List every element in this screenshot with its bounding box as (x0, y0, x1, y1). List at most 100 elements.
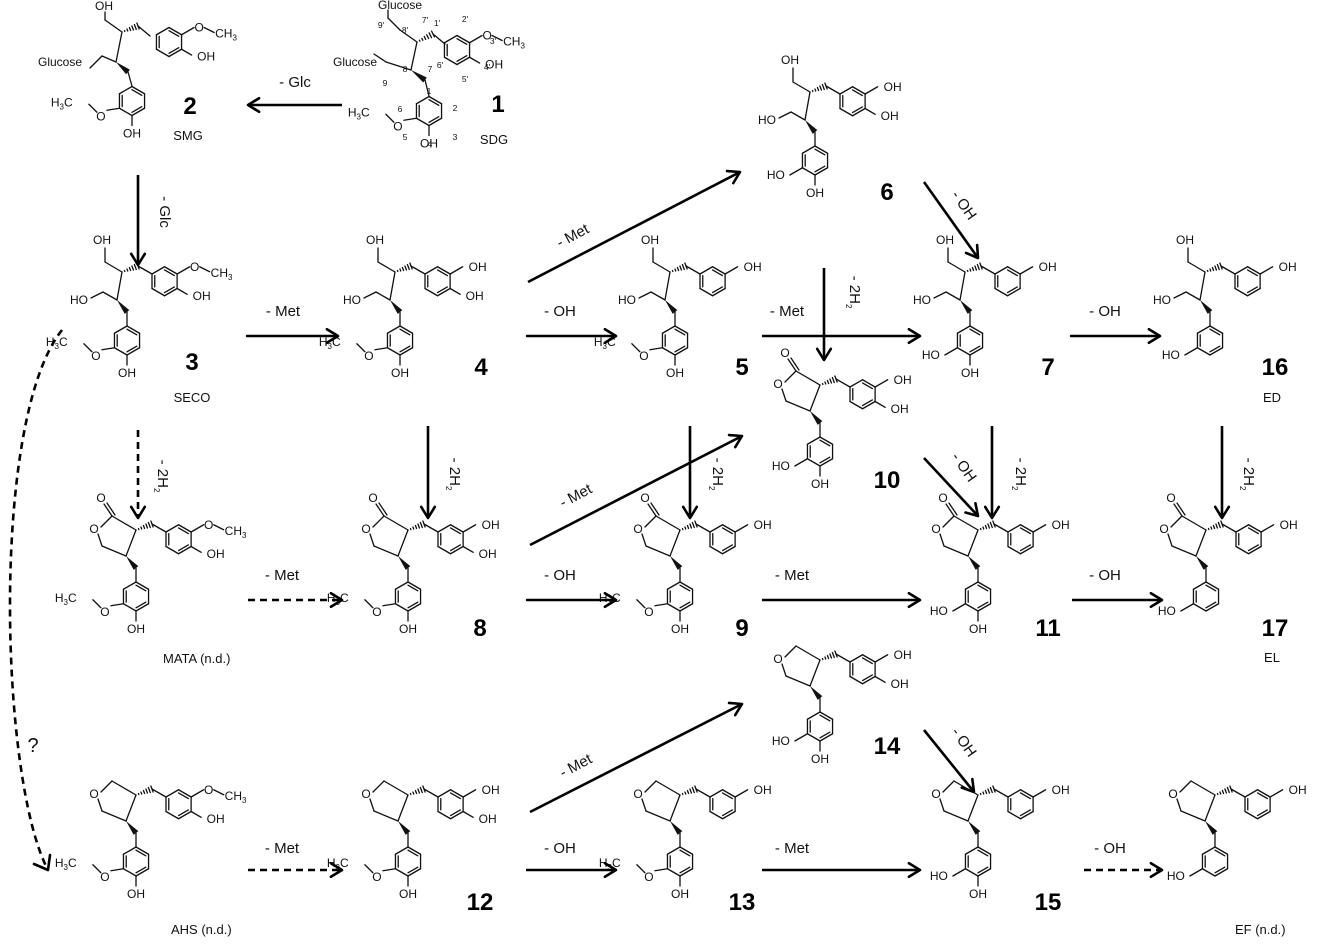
bond (177, 810, 192, 820)
bond (1214, 866, 1226, 874)
arrow-head (727, 433, 744, 449)
reaction-arrow: - 2H2 (815, 268, 863, 362)
bond (861, 382, 874, 390)
atom-number: 3 (453, 132, 458, 142)
bond (994, 266, 1009, 275)
bond (989, 786, 993, 794)
bond (674, 345, 686, 353)
bond (819, 458, 834, 467)
bond (686, 789, 690, 795)
bond (399, 29, 418, 43)
bond (939, 533, 945, 547)
bond (1214, 849, 1226, 857)
bond (394, 846, 409, 855)
atom-label: O (639, 349, 648, 363)
atom-label: OH (894, 648, 912, 662)
atom-label: O (633, 522, 642, 536)
arrow-head (960, 777, 976, 794)
reaction-label: - Met (265, 840, 300, 857)
compound-label-10: 10 (874, 467, 901, 494)
bond (1019, 545, 1034, 555)
bond (819, 456, 831, 464)
bond (645, 810, 671, 822)
bond (721, 789, 736, 798)
bond (92, 599, 102, 609)
bond (410, 265, 426, 275)
bond (790, 111, 806, 121)
bond (449, 810, 464, 820)
bond (989, 521, 993, 529)
bond (102, 291, 118, 301)
wedge-bond (1200, 300, 1213, 314)
bond (993, 788, 1009, 798)
arrow-head (907, 861, 922, 879)
bond (839, 86, 854, 95)
atom-label: O (89, 787, 98, 801)
bond (977, 603, 992, 612)
atom-number: 6' (437, 60, 444, 70)
bond (373, 545, 399, 557)
bond (436, 269, 449, 277)
bond (437, 524, 452, 533)
reaction-arrow: - OH (923, 450, 980, 518)
atom-label: O (100, 605, 109, 619)
bond (686, 524, 690, 530)
bond (125, 794, 137, 822)
bond (649, 347, 664, 351)
bond (131, 25, 135, 31)
bond (861, 675, 876, 685)
bond (1199, 271, 1206, 301)
bond (967, 529, 979, 557)
bond (824, 656, 827, 660)
bond (462, 545, 474, 553)
bond (449, 792, 462, 800)
arrow-head (246, 96, 261, 114)
bond (1205, 581, 1220, 590)
bond (165, 810, 180, 820)
bond (428, 116, 440, 123)
bond (1247, 527, 1260, 535)
bond (814, 165, 826, 173)
bond (1205, 601, 1217, 609)
reaction-label: - 2H2 (844, 276, 863, 309)
bond (373, 810, 399, 822)
bond (89, 55, 103, 69)
bond (177, 545, 192, 555)
bond (1256, 792, 1269, 800)
bond (145, 788, 149, 794)
bond (987, 788, 991, 794)
arrow-head (603, 861, 618, 879)
bond (177, 792, 190, 800)
reaction-arrow: - Met (762, 303, 922, 345)
bond (699, 266, 714, 275)
bond (874, 379, 889, 388)
bond (650, 291, 666, 301)
bond (781, 388, 787, 402)
bond (140, 791, 143, 795)
bond (403, 117, 418, 121)
atom-label: HO (618, 293, 636, 307)
bond (412, 791, 415, 795)
arrow-head (1149, 591, 1164, 609)
bond (135, 849, 147, 857)
bond (386, 325, 401, 334)
bond (1179, 780, 1192, 793)
bond (399, 328, 411, 336)
arrow-head (964, 501, 980, 518)
arrow-head (983, 505, 1001, 520)
bond (122, 603, 137, 612)
compound-number: 10 (874, 467, 901, 494)
bond (399, 347, 414, 356)
reaction-label: - OH (544, 840, 576, 857)
atom-label: OH (197, 50, 215, 64)
bond (794, 458, 809, 467)
bond (1209, 328, 1221, 336)
atom-label: O (96, 109, 105, 123)
atom-label: OH (399, 622, 417, 636)
reaction-label: - Met (554, 220, 593, 251)
